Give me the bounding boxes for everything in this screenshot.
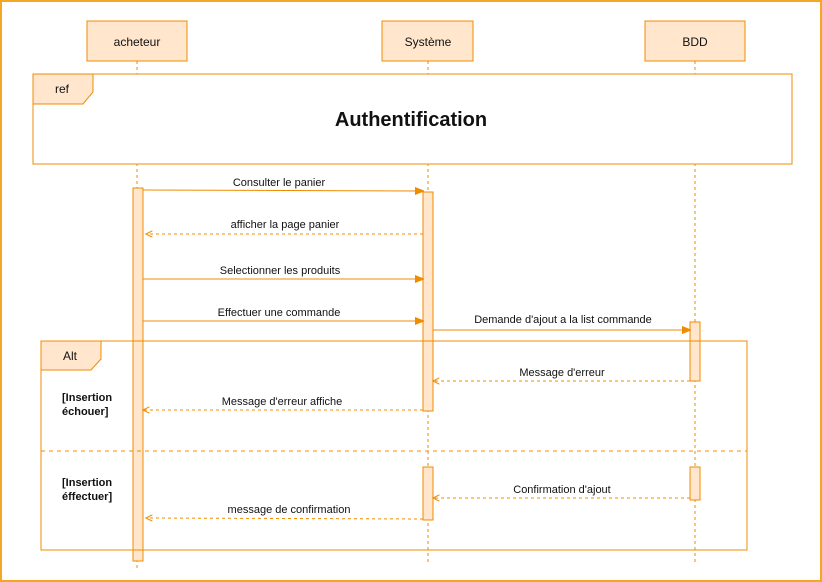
guard-2-line-2: éffectuer] (62, 491, 112, 503)
alt-frame: Alt [Insertion échouer] [Insertion éffec… (40, 340, 748, 551)
message-label: Message d'erreur affiche (222, 396, 343, 408)
participant-bdd[interactable]: BDD (644, 20, 746, 62)
message-label: Demande d'ajout a la list commande (474, 314, 652, 326)
message-selectionner-les-produits: Selectionner les produits (143, 265, 423, 279)
alt-frame-tag: Alt (63, 349, 78, 363)
message-consulter-le-panier: Consulter le panier (142, 177, 423, 191)
message-message-d-erreur: Message d'erreur (433, 367, 690, 381)
guard-1-line-2: échouer] (62, 406, 109, 418)
message-label: afficher la page panier (231, 219, 340, 231)
message-label: Effectuer une commande (218, 307, 341, 319)
message-label: Consulter le panier (233, 177, 326, 189)
message-label: Message d'erreur (519, 367, 605, 379)
message-confirmation-d-ajout: Confirmation d'ajout (433, 484, 690, 498)
message-effectuer-une-commande: Effectuer une commande (143, 307, 423, 321)
ref-frame-tag-box (32, 73, 94, 105)
participant-label: acheteur (114, 35, 161, 49)
message-label: Confirmation d'ajout (513, 484, 611, 496)
participant-acheteur[interactable]: acheteur (86, 20, 188, 62)
message-message-d-erreur-affiche: Message d'erreur affiche (143, 396, 423, 410)
activation-bdd-1 (689, 321, 701, 382)
message-message-de-confirmation: message de confirmation (146, 504, 424, 519)
guard-1-line-1: [Insertion (62, 392, 112, 404)
guard-2-line-1: [Insertion (62, 477, 112, 489)
activation-acheteur (132, 187, 144, 562)
message-afficher-la-page-panier: afficher la page panier (146, 219, 423, 234)
activation-bdd-2 (689, 466, 701, 501)
message-label: message de confirmation (228, 504, 351, 516)
activation-systeme-1 (422, 191, 434, 412)
participant-label: Système (405, 35, 452, 49)
participant-systeme[interactable]: Système (381, 20, 474, 62)
ref-frame-title: Authentification (335, 109, 487, 131)
ref-frame-tag: ref (55, 82, 70, 96)
message-demande-d-ajout: Demande d'ajout a la list commande (433, 314, 690, 330)
activation-systeme-2 (422, 466, 434, 521)
ref-frame: ref Authentification (32, 73, 793, 165)
message-label: Selectionner les produits (220, 265, 341, 277)
participant-label: BDD (682, 35, 708, 49)
alt-frame-tag-box (40, 340, 102, 371)
